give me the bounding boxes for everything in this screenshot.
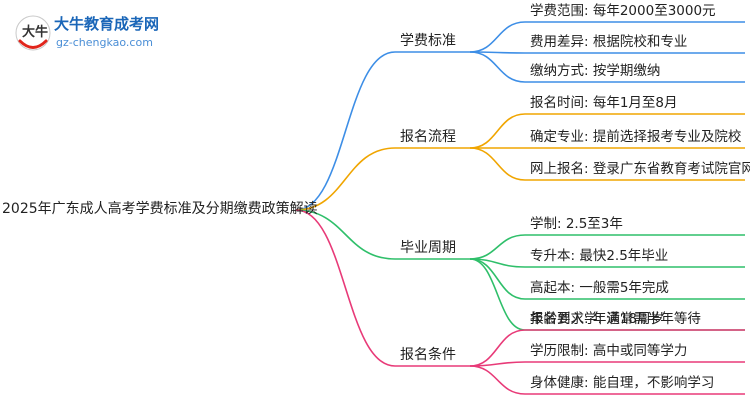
branch-topic: 报名流程 [400,129,456,145]
leaf-connector [469,329,526,367]
leaf-topic: 报名时间: 每年1月至8月 [530,95,678,111]
leaf-connector [469,51,526,83]
leaf-topic: 报名到入学: 通常需半年等待 [530,311,701,327]
leaf-topic: 专升本: 最快2.5年毕业 [530,248,669,264]
leaf-connector [469,258,526,331]
leaf-topic: 身体健康: 能自理，不影响学习 [530,375,715,391]
leaf-topic: 网上报名: 登录广东省教育考试院官网 [530,161,750,177]
branch-connector [295,209,396,260]
leaf-topic: 年龄要求: 年满18周岁 [530,311,665,327]
branch-connector [295,147,396,211]
root-topic: 2025年广东成人高考学费标准及分期缴费政策解读 [2,201,318,217]
leaf-topic: 学制: 2.5至3年 [530,216,623,232]
leaf-topic: 学历限制: 高中或同等学力 [530,343,688,359]
branch-topic: 报名条件 [400,347,456,363]
branch-connector [295,209,396,367]
logo-icon: 大牛 [15,15,51,51]
leaf-topic: 确定专业: 提前选择报考专业及院校 [530,129,742,145]
logo-url: gz-chengkao.com [56,36,153,49]
leaf-topic: 高起本: 一般需5年完成 [530,280,669,296]
leaf-connector [469,21,526,53]
logo-title: 大牛教育成考网 [54,15,160,33]
leaf-connector [469,234,526,260]
logo-mark-text: 大牛 [22,24,48,40]
leaf-connector [469,113,526,149]
branch-topic: 毕业周期 [400,240,456,256]
leaf-connector [469,147,526,181]
site-logo: 大牛 大牛教育成考网 gz-chengkao.com [14,12,184,56]
leaf-topic: 学费范围: 每年2000至3000元 [530,3,716,19]
leaf-topic: 费用差异: 根据院校和专业 [530,34,688,50]
leaf-topic: 缴纳方式: 按学期缴纳 [530,63,661,79]
leaf-connector [469,365,526,395]
branch-topic: 学费标准 [400,33,456,49]
branch-connector [295,51,396,211]
